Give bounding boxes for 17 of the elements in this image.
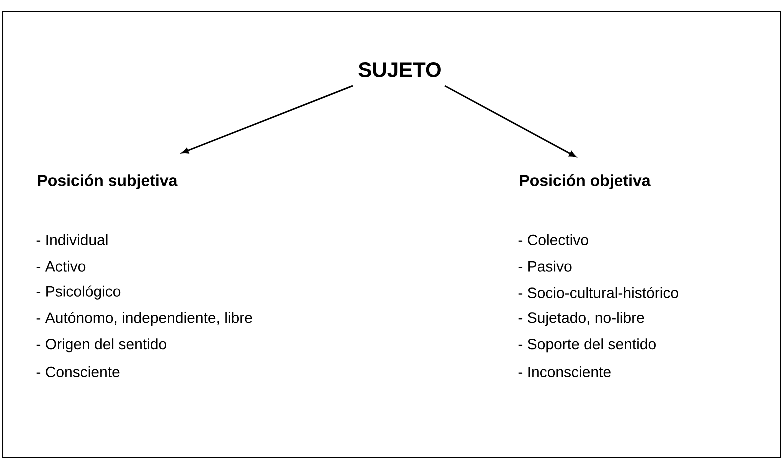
arrow <box>444 85 576 158</box>
list-item: - Psicológico <box>36 286 121 300</box>
heading: SUJETO <box>358 62 441 78</box>
list-item: - Sujetado, no-libre <box>518 312 644 326</box>
list-item: - Inconsciente <box>518 366 611 378</box>
arrow <box>182 85 354 154</box>
list-item: - Soporte del sentido <box>518 338 656 353</box>
list-item: - Socio-cultural-histórico <box>518 287 678 298</box>
list-item: - Colectivo <box>518 234 588 246</box>
list-item: - Consciente <box>36 366 120 378</box>
heading: Posición objetiva <box>520 174 651 190</box>
list-item: - Autónomo, independiente, libre <box>36 312 252 326</box>
list-item: - Individual <box>36 234 108 246</box>
list-item: - Origen del sentido <box>36 338 166 353</box>
list-item: - Activo <box>36 260 86 272</box>
heading: Posición subjetiva <box>38 174 178 190</box>
list-item: - Pasivo <box>518 260 572 272</box>
